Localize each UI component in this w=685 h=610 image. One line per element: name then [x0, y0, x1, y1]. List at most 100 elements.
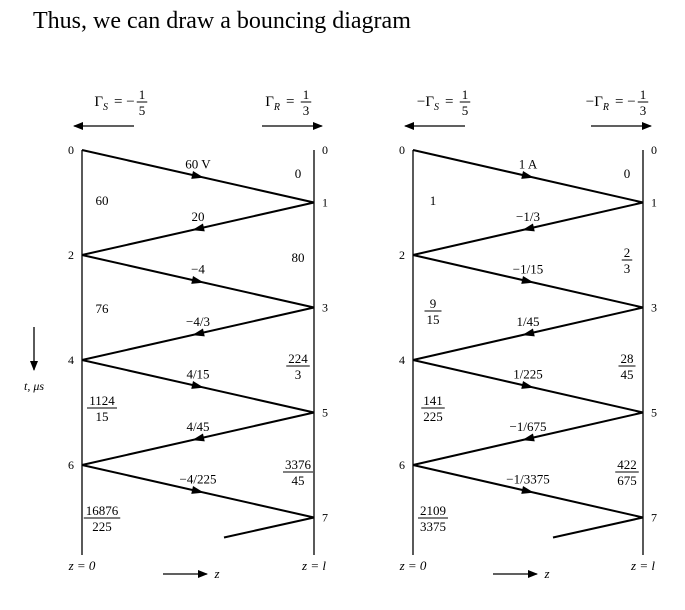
fraction-numerator: 1 [640, 87, 647, 102]
direction-arrow-icon [191, 381, 204, 389]
fraction-denominator: 225 [423, 409, 443, 424]
source-voltage-value: 60 [96, 193, 109, 208]
load-voltage-value: 0 [295, 166, 302, 181]
time-tick-right: 3 [322, 301, 328, 315]
gamma-load-label: −ΓR= −13 [586, 87, 652, 130]
direction-arrow-icon [521, 381, 534, 389]
wave-label: 1/225 [513, 366, 543, 381]
wave-label: −1/3375 [506, 471, 549, 486]
gamma-subscript: R [602, 102, 609, 113]
wave-label: 4/15 [186, 366, 209, 381]
time-tick-left: 2 [68, 248, 74, 262]
direction-arrow-icon [191, 171, 204, 179]
wave-label: −1/675 [510, 419, 547, 434]
time-tick-right: 7 [651, 511, 657, 525]
wave-label: 1 A [519, 156, 538, 171]
fraction-numerator: 1 [462, 87, 469, 102]
gamma-equals: = − [114, 94, 135, 110]
load-voltage-value: 0 [624, 166, 631, 181]
fraction-denominator: 3 [640, 103, 647, 118]
direction-arrow-icon [522, 223, 535, 232]
fraction-denominator: 3375 [420, 519, 446, 534]
wave-label: −4/3 [186, 314, 210, 329]
direction-arrow-icon [191, 486, 204, 494]
fraction-denominator: 45 [292, 473, 305, 488]
time-tick-right: 5 [651, 406, 657, 420]
gamma-value: 13 [300, 87, 312, 118]
z-left-label: z = 0 [68, 558, 96, 573]
gamma-subscript: S [434, 102, 439, 113]
wave-label: −1/3 [516, 209, 540, 224]
z-axis-label: z [543, 566, 549, 581]
fraction-numerator: 16876 [86, 503, 119, 518]
time-tick-right: 1 [322, 196, 328, 210]
source-voltage-value: 76 [96, 301, 110, 316]
wave-label: −4/225 [180, 471, 217, 486]
direction-arrow-icon [521, 486, 534, 494]
fraction-denominator: 15 [427, 312, 440, 327]
wave-label: 4/45 [186, 419, 209, 434]
wave-label: −4 [191, 261, 205, 276]
time-axis-label: t, μs [24, 379, 44, 393]
wave-segment-tail [552, 516, 644, 539]
time-tick-left: 6 [68, 458, 74, 472]
fraction-denominator: 225 [92, 519, 112, 534]
gamma-symbol: −ΓR [586, 94, 609, 113]
gamma-subscript: R [273, 102, 280, 113]
gamma-value: 13 [637, 87, 649, 118]
wave-segment-tail [223, 516, 315, 539]
fraction-numerator: 422 [617, 457, 637, 472]
fraction-numerator: 1124 [89, 393, 115, 408]
direction-arrow-icon [521, 171, 534, 179]
wave-label: −1/15 [513, 261, 543, 276]
fraction-numerator: 28 [621, 351, 634, 366]
gamma-source-label: −ΓS= 15 [404, 87, 471, 130]
load-voltage-value: 80 [292, 250, 305, 265]
gamma-symbol: ΓR [265, 94, 280, 113]
time-tick-left: 0 [399, 143, 405, 157]
wave-label: 20 [192, 209, 205, 224]
fraction-numerator: 2109 [420, 503, 446, 518]
direction-arrow-icon [192, 328, 205, 337]
z-right-label: z = l [301, 558, 326, 573]
fraction-numerator: 224 [288, 351, 308, 366]
time-tick-right: 1 [651, 196, 657, 210]
direction-arrow-icon [192, 223, 205, 232]
time-tick-left: 6 [399, 458, 405, 472]
gamma-equals: = − [615, 94, 636, 110]
time-tick-right: 0 [651, 143, 657, 157]
fraction-numerator: 3376 [285, 457, 312, 472]
wave-label: 1/45 [516, 314, 539, 329]
gamma-equals: = [286, 94, 294, 110]
source-voltage-value: 915 [424, 296, 442, 327]
direction-arrow-icon [192, 433, 205, 442]
source-voltage-value: 1 [430, 193, 437, 208]
time-tick-left: 4 [399, 353, 405, 367]
time-tick-right: 7 [322, 511, 328, 525]
fraction-denominator: 675 [617, 473, 637, 488]
bounce-diagram-current: −ΓS= 15−ΓR= −131 A−1/3−1/151/451/225−1/6… [399, 87, 657, 581]
fraction-numerator: 9 [430, 296, 437, 311]
time-tick-left: 4 [68, 353, 74, 367]
z-axis-label: z [213, 566, 219, 581]
direction-arrow-icon [521, 276, 534, 284]
gamma-equals: = [445, 94, 453, 110]
z-left-label: z = 0 [399, 558, 427, 573]
direction-arrow-icon [522, 328, 535, 337]
gamma-value: 15 [136, 87, 148, 118]
time-tick-left: 2 [399, 248, 405, 262]
fraction-denominator: 5 [462, 103, 469, 118]
fraction-denominator: 45 [621, 367, 634, 382]
time-tick-right: 5 [322, 406, 328, 420]
fraction-denominator: 3 [303, 103, 310, 118]
fraction-numerator: 1 [303, 87, 310, 102]
fraction-numerator: 1 [139, 87, 146, 102]
load-voltage-value: 23 [621, 245, 633, 276]
